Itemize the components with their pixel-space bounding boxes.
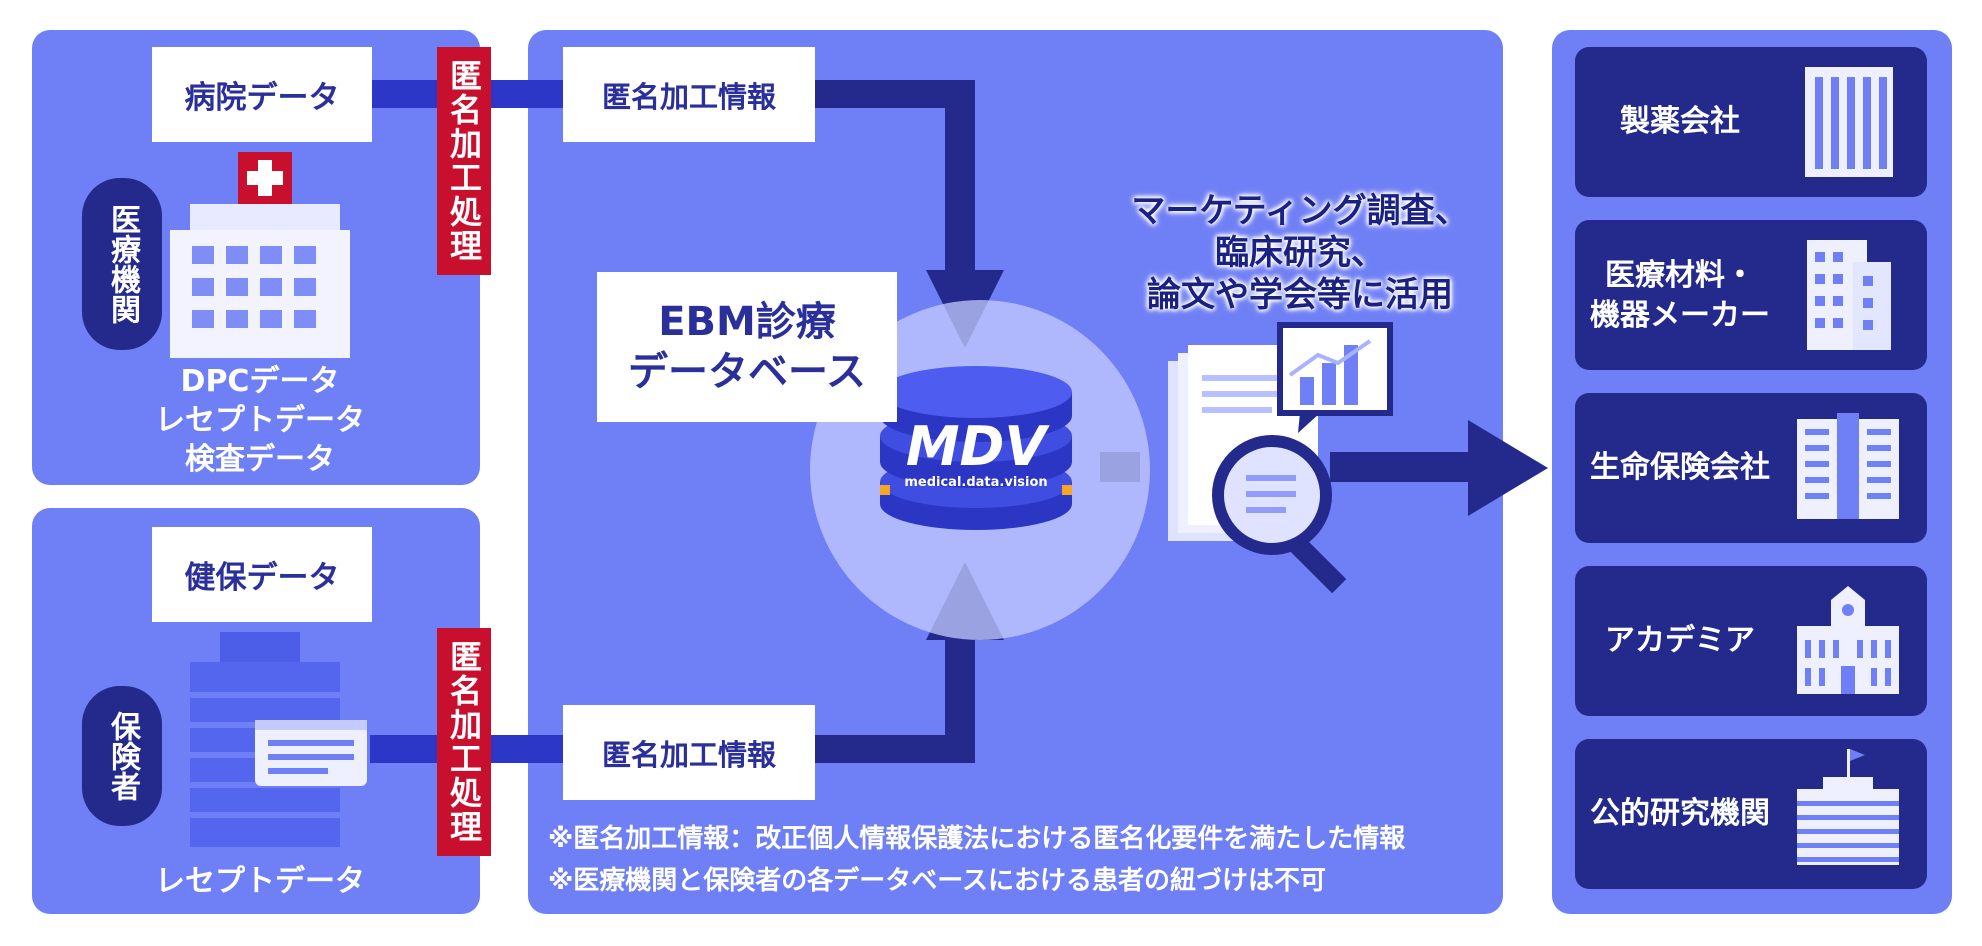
data-type-dpc: DPCデータ <box>180 364 340 399</box>
user-label-pharma: 製薬会社 <box>1620 104 1740 139</box>
office-building-icon <box>1797 413 1899 519</box>
footnote-anon-definition: ※匿名加工情報：改正個人情報保護法における匿名化要件を満たした情報 <box>548 824 1406 854</box>
anon-info-bottom: 匿名加工情報 <box>563 705 815 800</box>
usage-line-1: マーケティング調査、 <box>1131 191 1469 231</box>
ebm-title-line2: データベース <box>628 349 866 395</box>
user-label-medical-device: 医療材料・ 機器メーカー <box>1575 256 1785 336</box>
user-card-pharma: 製薬会社 <box>1575 47 1927 197</box>
hospital-icon <box>170 152 350 358</box>
footnote-no-linkage: ※医療機関と保険者の各データベースにおける患者の紐づけは不可 <box>548 866 1326 896</box>
insurance-data-label: 健保データ <box>152 527 372 622</box>
anonymization-process-top: 匿名加工処理 <box>437 47 491 275</box>
government-building-icon <box>1797 749 1899 865</box>
usage-line-3: 論文や学会等に活用 <box>1147 275 1453 315</box>
user-card-public-research: 公的研究機関 <box>1575 739 1927 889</box>
user-label-device-line2: 機器メーカー <box>1590 298 1770 333</box>
footnotes: ※匿名加工情報：改正個人情報保護法における匿名化要件を満たした情報 ※医療機関と… <box>548 818 1488 902</box>
user-card-medical-device: 医療材料・ 機器メーカー <box>1575 220 1927 370</box>
office-building-icon <box>1805 67 1893 177</box>
user-label-academia: アカデミア <box>1605 623 1755 658</box>
anon-info-top: 匿名加工情報 <box>563 47 815 142</box>
ebm-title-line1: EBM診療 <box>658 299 836 345</box>
user-card-life-insurance: 生命保険会社 <box>1575 393 1927 543</box>
user-label-public-research: 公的研究機関 <box>1590 796 1770 831</box>
anonymization-process-bottom: 匿名加工処理 <box>437 628 491 856</box>
university-icon <box>1797 586 1899 694</box>
hospital-data-types: DPCデータ レセプトデータ 検査データ <box>120 362 400 479</box>
hospital-data-label: 病院データ <box>152 47 372 142</box>
data-type-receipt: レセプトデータ <box>155 403 365 438</box>
user-label-life-insurance: 生命保険会社 <box>1590 450 1770 485</box>
mdv-logo-subtitle: medical.data.vision <box>904 475 1048 490</box>
arrow-right-icon <box>1468 420 1548 516</box>
insurer-building-icon <box>190 632 367 847</box>
user-card-academia: アカデミア <box>1575 566 1927 716</box>
office-building-icon <box>1807 240 1891 350</box>
user-label-device-line1: 医療材料・ <box>1605 258 1755 293</box>
usage-description: マーケティング調査、 臨床研究、 論文や学会等に活用 <box>1110 190 1490 316</box>
mdv-logo-text: MDV <box>905 415 1047 478</box>
analysis-report-icon <box>1168 322 1393 594</box>
medical-institution-badge: 医療機関 <box>82 178 162 350</box>
usage-line-2: 臨床研究、 <box>1215 233 1385 273</box>
data-type-lab: 検査データ <box>185 442 335 477</box>
receipt-data-label: レセプトデータ <box>155 864 365 899</box>
ebm-database-title: EBM診療 データベース <box>597 272 897 422</box>
mdv-database-icon <box>880 366 1072 530</box>
insurer-badge: 保険者 <box>82 686 162 826</box>
